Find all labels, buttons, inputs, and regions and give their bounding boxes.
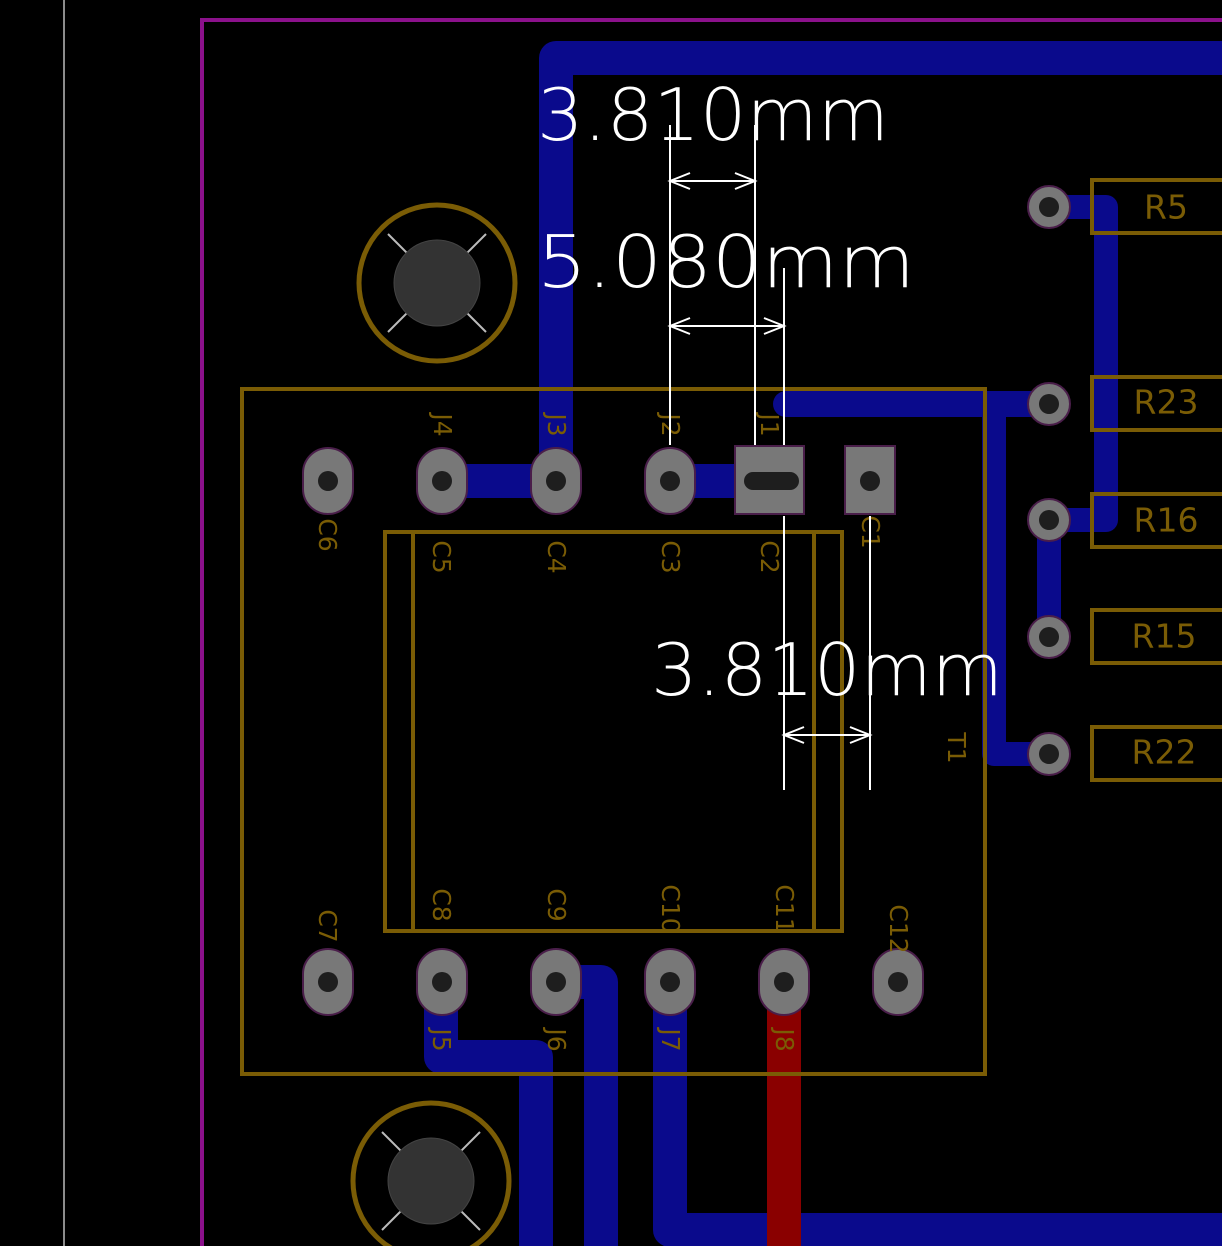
t1-core-outline (383, 530, 844, 933)
pads-top-row (302, 445, 896, 515)
pad-c6[interactable] (302, 447, 354, 515)
label-j6: J6 (542, 1026, 571, 1051)
label-j7: J7 (656, 1026, 685, 1051)
label-r15: R15 (1132, 617, 1197, 656)
r15-outline[interactable] (1090, 608, 1222, 665)
trace-j6 (539, 965, 618, 1246)
pad-j1[interactable] (734, 445, 805, 515)
label-r5: R5 (1144, 188, 1188, 227)
label-r23: R23 (1134, 383, 1199, 422)
pad-r16[interactable] (1027, 498, 1071, 542)
mounting-hole-bottom (350, 1100, 512, 1246)
label-c10: C10 (656, 884, 685, 933)
label-c2: C2 (755, 540, 784, 573)
trace-r23-r22 (982, 392, 1061, 766)
trace-r5-r16 (1037, 195, 1118, 532)
pad-c11[interactable] (758, 948, 810, 1016)
t1-outline (240, 387, 987, 1076)
pad-r15[interactable] (1027, 615, 1071, 659)
label-j1: J1 (755, 411, 784, 436)
label-j4: J4 (428, 411, 457, 436)
pad-c8[interactable] (416, 948, 468, 1016)
dimension-label-top-a: 3.810mm (537, 73, 889, 157)
r5-outline[interactable] (1090, 178, 1222, 235)
t1-footprint[interactable] (240, 387, 987, 1076)
pad-c9[interactable] (530, 948, 582, 1016)
dimension-mid[interactable] (781, 516, 873, 790)
label-c8: C8 (427, 888, 456, 921)
pad-c10[interactable] (644, 948, 696, 1016)
label-r22: R22 (1132, 733, 1197, 772)
pad-r22[interactable] (1027, 732, 1071, 776)
r16-outline[interactable] (1090, 492, 1222, 549)
pad-j4[interactable] (416, 447, 468, 515)
pad-r23[interactable] (1027, 382, 1071, 426)
dimension-label-mid: 3.810mm (651, 628, 1003, 712)
label-t1: T1 (942, 731, 971, 763)
label-j8: J8 (770, 1026, 799, 1051)
dimension-label-top-b: 5.080mm (537, 220, 915, 304)
r22-outline[interactable] (1090, 725, 1222, 782)
label-c7: C7 (313, 909, 342, 942)
board-outline (200, 18, 1222, 1246)
pad-j2[interactable] (644, 447, 696, 515)
label-j5: J5 (427, 1026, 456, 1051)
r23-outline[interactable] (1090, 375, 1222, 432)
label-c5: C5 (427, 540, 456, 573)
label-c6: C6 (313, 518, 342, 551)
pad-r5[interactable] (1027, 185, 1071, 229)
trace-j5 (424, 973, 553, 1246)
label-j3: J3 (542, 411, 571, 436)
label-c12: C12 (884, 904, 913, 953)
pad-c1[interactable] (844, 445, 896, 515)
label-r16: R16 (1134, 501, 1199, 540)
pad-j3[interactable] (530, 447, 582, 515)
resistor-pads (1027, 185, 1071, 776)
trace-j7 (653, 973, 1222, 1246)
dimension-top-a[interactable] (667, 125, 758, 445)
trace-top-loop (539, 41, 1222, 487)
label-c9: C9 (542, 888, 571, 921)
label-c4: C4 (542, 540, 571, 573)
pad-c7[interactable] (302, 948, 354, 1016)
label-c11: C11 (770, 884, 799, 933)
dimension-top-b[interactable] (667, 268, 787, 445)
label-c3: C3 (656, 540, 685, 573)
pad-c12[interactable] (872, 948, 924, 1016)
mounting-hole-top (356, 202, 518, 364)
pads-bottom-row (302, 948, 924, 1016)
resistor-outlines (1090, 178, 1222, 782)
